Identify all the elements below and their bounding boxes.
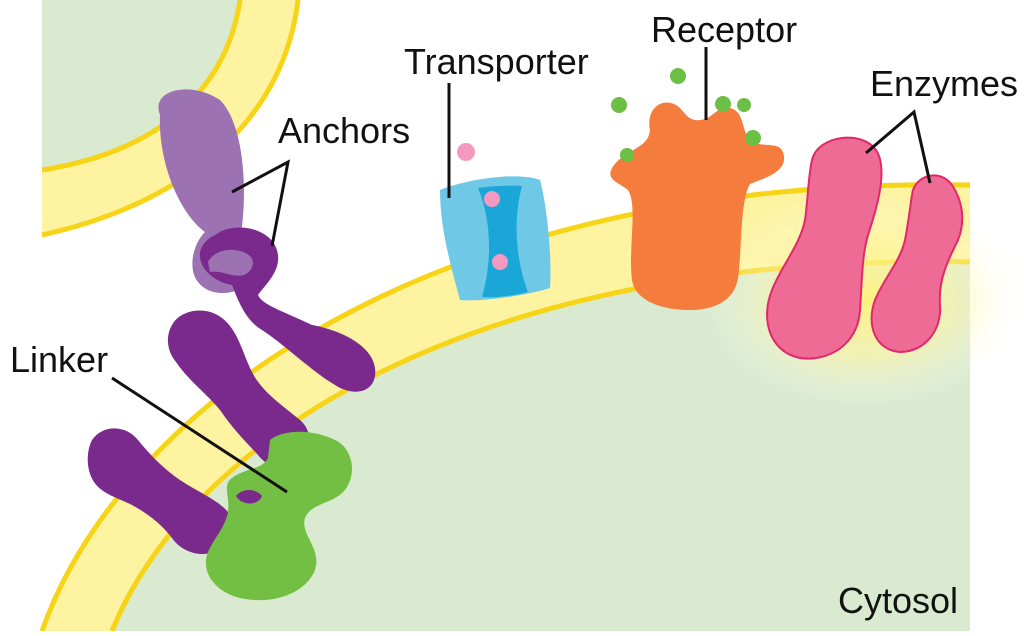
transporter-protein [440,176,551,301]
receptor-label: Receptor [651,9,797,50]
ligand-dot [620,148,634,162]
solute-in-channel-lower [492,254,508,270]
solute-in-channel-upper [484,191,500,207]
ligand-dot [737,98,751,112]
linker-label: Linker [10,339,108,380]
enzyme-left [766,136,883,360]
small-cell-cytosol [42,0,240,170]
receptor-protein [610,102,785,310]
ligand-dot [670,68,686,84]
anchor-interlock-highlight [208,249,253,276]
anchors-label: Anchors [278,110,410,151]
linker-protein-upper [167,310,310,469]
ligand-dot [715,96,731,112]
ligand-dot [611,97,627,113]
enzymes-label: Enzymes [870,63,1018,104]
solute-outside [457,143,475,161]
enzyme-right [870,174,964,354]
membrane-outer-edge [39,182,971,632]
linker-green-protein [205,431,353,601]
pointer-lines [111,47,932,494]
linker-protein-lower [87,428,232,555]
ligand-dot [745,130,761,146]
anchors-pointer [231,159,291,247]
linker-notch-lower [236,490,262,504]
transporter-label: Transporter [404,41,589,82]
linker-notch-upper [272,435,294,449]
cytosol-label: Cytosol [838,580,958,621]
transporter-channel [478,185,528,298]
linker-pointer [111,376,288,494]
enzymes-pointer [865,109,932,184]
